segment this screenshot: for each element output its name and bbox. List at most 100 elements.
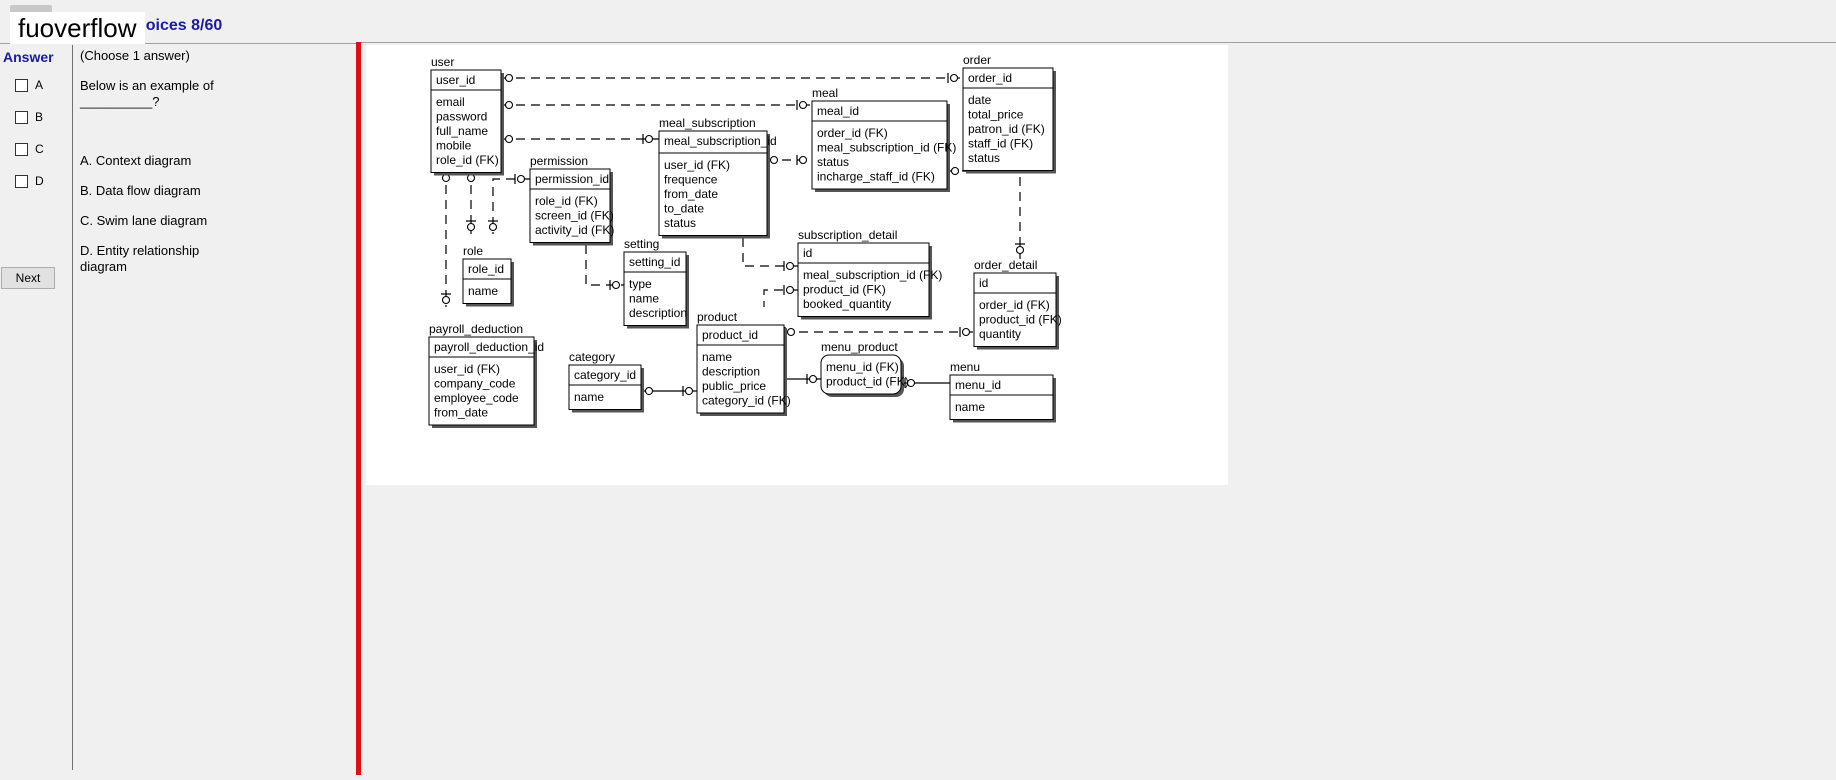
entity-attribute: product_id (FK) (803, 283, 886, 297)
entity-name: meal (812, 86, 838, 100)
cardinality-marker (961, 327, 971, 337)
option-c-checkbox[interactable] (15, 142, 28, 156)
entity-attribute: password (436, 110, 487, 124)
cardinality-marker (950, 166, 960, 176)
option-d-label: D (35, 174, 44, 188)
splitter-bar[interactable] (356, 42, 361, 775)
entity-attribute: to_date (664, 202, 704, 216)
entity-box (949, 374, 1054, 420)
relationship-line (763, 289, 798, 307)
cardinality-marker (769, 155, 779, 165)
option-b-checkbox[interactable] (15, 110, 28, 124)
entity-attribute: from_date (664, 187, 718, 201)
entity-box (462, 258, 512, 304)
cardinality-marker (785, 285, 795, 295)
cardinality-marker (798, 155, 808, 165)
option-a-label: A (35, 78, 44, 92)
answer-option-c[interactable]: C (15, 141, 44, 157)
er-diagram-canvas: useruser_idemailpasswordfull_namemobiler… (428, 53, 1062, 428)
next-button[interactable]: Next (1, 267, 55, 289)
cardinality-marker (441, 295, 451, 305)
entity-key: meal_subscription_id (664, 134, 777, 148)
entity-name: order_detail (974, 258, 1037, 272)
entity-name: setting (624, 237, 659, 251)
entity-attribute: staff_id (FK) (968, 137, 1033, 151)
cardinality-marker (1015, 245, 1025, 255)
entity-attribute: patron_id (FK) (968, 122, 1045, 136)
entity-attribute: activity_id (FK) (535, 223, 614, 237)
entity-attribute: status (968, 151, 1000, 165)
entity-key: permission_id (535, 172, 609, 186)
cardinality-marker (466, 173, 476, 183)
entity-box (658, 130, 768, 236)
answer-option-d[interactable]: D (15, 173, 44, 189)
answer-option-b[interactable]: B (15, 109, 43, 125)
entity-name: role (463, 244, 483, 258)
entity-key: setting_id (629, 255, 680, 269)
cardinality-marker (644, 386, 654, 396)
cardinality-marker (611, 280, 621, 290)
entity-name: order (963, 53, 991, 67)
entity-name: subscription_detail (798, 228, 897, 242)
entity-attribute: from_date (434, 406, 488, 420)
entity-attribute: full_name (436, 124, 488, 138)
entity-key: id (979, 276, 988, 290)
cardinality-marker (808, 374, 818, 384)
entity-attribute: incharge_staff_id (FK) (817, 170, 935, 184)
option-c-label: C (35, 142, 44, 156)
answer-option-a[interactable]: A (15, 77, 43, 93)
entity-key: order_id (968, 71, 1012, 85)
entity-product: productproduct_idnamedescriptionpublic_p… (696, 310, 791, 416)
entity-key: payroll_deduction_id (434, 340, 544, 354)
entity-box (797, 242, 930, 317)
entity-box (820, 354, 902, 395)
question-prompt: Below is an example of __________? (80, 78, 214, 109)
cardinality-marker (644, 134, 654, 144)
entity-attribute: date (968, 93, 992, 107)
entity-key: product_id (702, 328, 758, 342)
entity-key: user_id (436, 73, 475, 87)
option-d-checkbox[interactable] (15, 174, 28, 188)
entity-attribute: category_id (FK) (702, 394, 791, 408)
entity-attribute: role_id (FK) (535, 194, 598, 208)
entity-attribute: description (702, 365, 760, 379)
relationship-line (492, 178, 530, 234)
entity-box (696, 324, 785, 414)
cardinality-marker (798, 100, 808, 110)
cardinality-marker (786, 327, 796, 337)
cardinality-marker (906, 378, 916, 388)
entity-box (973, 272, 1057, 347)
entity-attribute: quantity (979, 327, 1021, 341)
entity-key: role_id (468, 262, 504, 276)
entity-name: product (697, 310, 738, 324)
entity-box (430, 69, 502, 173)
entity-attribute: company_code (434, 377, 516, 391)
entity-attribute: name (574, 390, 604, 404)
entity-attribute: public_price (702, 379, 766, 393)
entity-attribute: name (468, 284, 498, 298)
entity-name: meal_subscription (659, 116, 756, 130)
entity-box (811, 100, 948, 190)
cardinality-marker (785, 261, 795, 271)
entity-attribute: status (817, 155, 849, 169)
app-title: fuoverflow (10, 12, 145, 44)
entity-name: menu (950, 360, 980, 374)
entity-attribute: description (629, 306, 687, 320)
entity-attribute: role_id (FK) (436, 153, 499, 167)
option-a-checkbox[interactable] (15, 78, 28, 92)
question-progress: noices 8/60 (136, 17, 223, 34)
entity-subscription-detail: subscription_detailidmeal_subscription_i… (797, 228, 942, 320)
entity-user: useruser_idemailpasswordfull_namemobiler… (430, 55, 504, 176)
entity-key: id (803, 246, 812, 260)
choice-c: C. Swim lane diagram (80, 213, 208, 228)
entity-attribute: order_id (FK) (817, 126, 888, 140)
entity-box (568, 364, 642, 410)
cardinality-marker (684, 386, 694, 396)
entity-attribute: mobile (436, 139, 472, 153)
